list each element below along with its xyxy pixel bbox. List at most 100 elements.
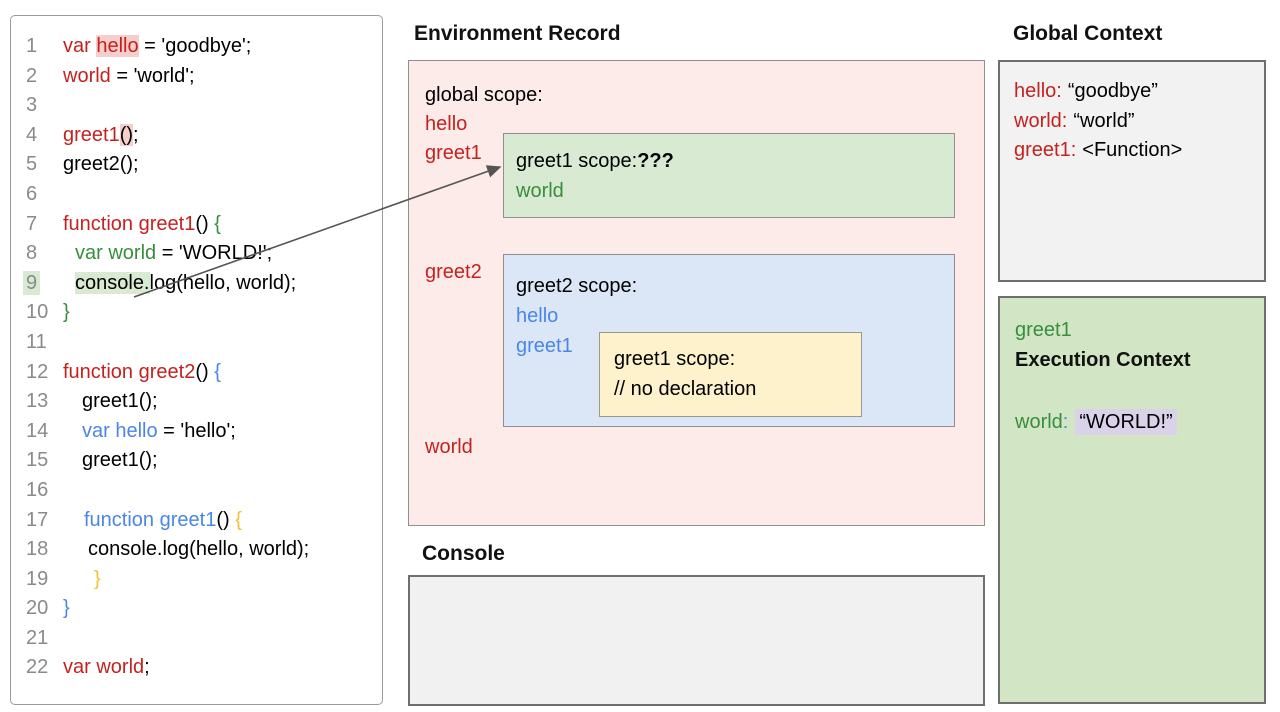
no-declaration-comment: // no declaration — [614, 378, 757, 400]
code-line: 12 function greet2() { — [23, 358, 382, 388]
line-number: 7 — [26, 212, 38, 235]
greet1-scope-entry-world: world — [516, 180, 564, 202]
code-line: 16 — [23, 476, 382, 506]
execution-context-label: Execution Context — [1015, 349, 1191, 371]
code-line: 15 greet1(); — [23, 446, 382, 476]
inner-greet1-scope-box: greet1 scope: // no declaration — [599, 332, 862, 417]
code-line: 19} — [23, 565, 382, 595]
var-value: “world” — [1073, 109, 1135, 132]
code-text: } — [63, 301, 70, 324]
line-number: 3 — [26, 94, 38, 117]
line-number: 14 — [26, 419, 49, 442]
line-number: 8 — [26, 242, 38, 265]
var-name: greet1: — [1014, 139, 1077, 161]
line-number: 13 — [26, 390, 49, 413]
code-text: function greet1() { — [84, 508, 242, 531]
console-output-box — [408, 575, 985, 706]
code-line: 17 function greet1() { — [23, 506, 382, 536]
code-line: 22 var world; — [23, 653, 382, 683]
code-line: 6 — [23, 180, 382, 210]
code-text: var hello = 'hello'; — [82, 419, 236, 442]
code-text: console.log(hello, world); — [75, 271, 297, 294]
code-line: 10} — [23, 298, 382, 328]
var-value: <Function> — [1082, 139, 1183, 161]
code-line: 21 — [23, 624, 382, 654]
var-name: world: — [1014, 109, 1068, 132]
code-line: 20} — [23, 594, 382, 624]
line-number: 11 — [26, 330, 47, 353]
code-text: console.log(hello, world); — [88, 538, 310, 561]
line-number: 1 — [26, 35, 38, 57]
code-line: 9 console.log(hello, world); — [23, 269, 382, 299]
line-number: 2 — [26, 64, 38, 87]
inner-greet1-scope-title: greet1 scope: — [614, 348, 736, 370]
code-line: 2 world = 'world'; — [23, 62, 382, 92]
line-number: 19 — [26, 567, 49, 590]
code-text: greet1(); — [82, 449, 158, 472]
code-text: greet1(); — [63, 123, 139, 146]
code-line: 18 console.log(hello, world); — [23, 535, 382, 565]
code-text: greet1(); — [82, 390, 158, 413]
code-line: 3 — [23, 91, 382, 121]
spacer — [1015, 375, 1264, 407]
greet2-scope-entry-hello: hello — [516, 305, 559, 327]
greet2-scope-title: greet2 scope: — [516, 275, 638, 297]
line-number: 15 — [26, 449, 49, 472]
global-entry-hello: hello — [425, 113, 468, 135]
greet2-scope-entry-greet1: greet1 — [516, 335, 573, 357]
code-line: 7 function greet1() { — [23, 210, 382, 240]
code-line: 4 greet1(); — [23, 121, 382, 151]
line-number: 6 — [26, 182, 38, 205]
line-number: 18 — [26, 538, 49, 561]
console-title: Console — [422, 542, 505, 565]
global-context-row: greet1:<Function> — [1014, 136, 1264, 166]
execution-context-box: greet1 Execution Context world: “WORLD!” — [998, 296, 1266, 704]
code-text: world = 'world'; — [63, 64, 195, 87]
code-line: 14 var hello = 'hello'; — [23, 417, 382, 447]
code-text: } — [94, 567, 101, 590]
line-number: 16 — [26, 478, 49, 501]
code-line: 13 greet1(); — [23, 387, 382, 417]
execution-context-var-row: world: “WORLD!” — [1015, 407, 1264, 437]
global-entry-world: world — [425, 436, 473, 458]
global-context-row: world:“world” — [1014, 107, 1264, 137]
global-context-rows: hello:“goodbye”world:“world”greet1:<Func… — [1000, 62, 1264, 166]
var-value: “goodbye” — [1067, 80, 1158, 102]
question-marks: ??? — [637, 150, 674, 172]
line-number: 5 — [26, 153, 38, 176]
global-context-title: Global Context — [1013, 22, 1163, 45]
environment-record-title: Environment Record — [414, 22, 621, 45]
line-number: 17 — [26, 508, 49, 531]
line-number: 9 — [23, 269, 63, 299]
code-line: 5 greet2(); — [23, 150, 382, 180]
code-text: var hello = 'goodbye'; — [63, 35, 252, 57]
global-scope-label: global scope: — [425, 84, 543, 106]
global-entry-greet1: greet1 — [425, 142, 482, 164]
code-text: function greet2() { — [63, 360, 221, 383]
code-editor-panel: 1 var hello = 'goodbye'; 2 world = 'world';… — [10, 15, 383, 705]
var-colon: : — [1062, 411, 1069, 433]
line-number: 10 — [26, 301, 49, 324]
line-number: 21 — [26, 626, 49, 649]
global-entry-greet2: greet2 — [425, 261, 482, 283]
line-number: 4 — [26, 123, 38, 146]
code-text: var world; — [63, 656, 150, 679]
code-text: function greet1() { — [63, 212, 221, 235]
execution-context-fn-name: greet1 — [1015, 319, 1072, 341]
code-line: 8 var world = 'WORLD!'; — [23, 239, 382, 269]
line-number: 22 — [26, 656, 49, 679]
global-context-box: hello:“goodbye”world:“world”greet1:<Func… — [998, 60, 1266, 282]
line-number: 12 — [26, 360, 49, 383]
greet1-scope-title: greet1 scope:??? — [516, 150, 674, 172]
line-number: 20 — [26, 597, 49, 620]
code-text: } — [63, 597, 70, 620]
code-text: greet2(); — [63, 153, 139, 176]
var-value: “WORLD!” — [1075, 409, 1177, 435]
code-line: 1 var hello = 'goodbye'; — [23, 32, 382, 62]
code-line: 11 — [23, 328, 382, 358]
var-name: hello: — [1014, 80, 1062, 102]
global-context-row: hello:“goodbye” — [1014, 77, 1264, 107]
var-name: world — [1015, 411, 1063, 433]
code-text: var world = 'WORLD!'; — [75, 242, 273, 265]
